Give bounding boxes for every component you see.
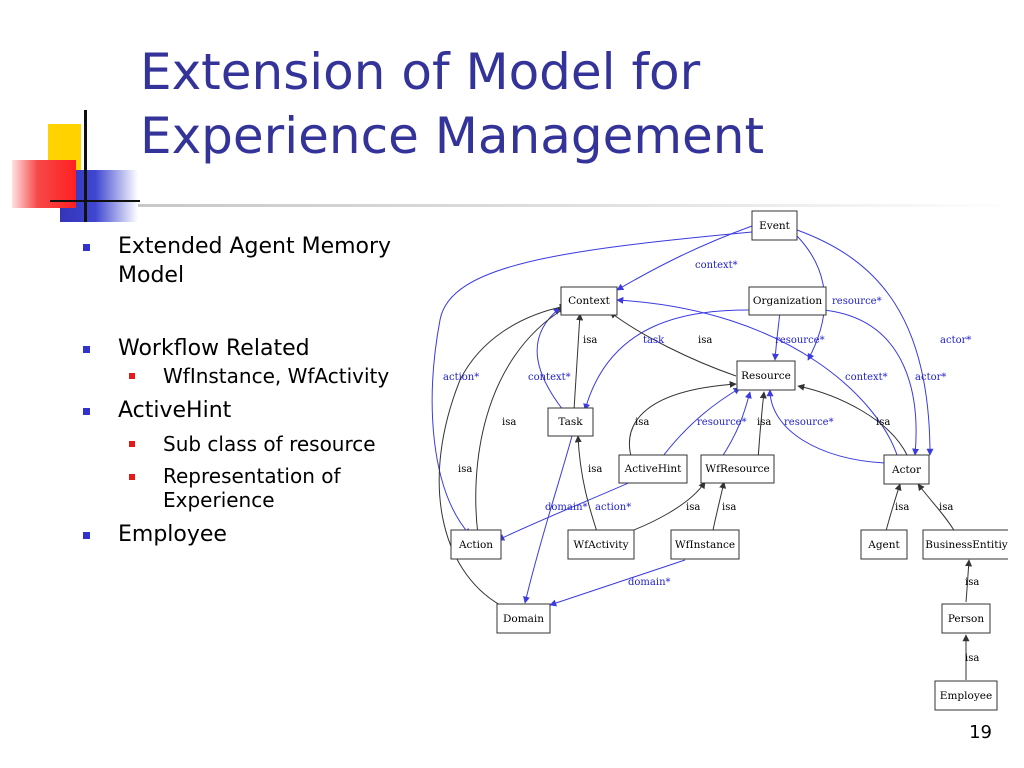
node-agent: Agent (860, 529, 908, 560)
svg-text:Person: Person (948, 613, 985, 625)
svg-text:isa: isa (698, 335, 712, 346)
bullet-text: Extended Agent Memory (118, 234, 392, 259)
svg-text:resource*: resource* (784, 417, 834, 428)
node-businessentity: BusinessEntitiy (922, 529, 1008, 560)
svg-text:resource*: resource* (697, 417, 747, 428)
svg-text:Domain: Domain (503, 613, 544, 625)
node-employee: Employee (934, 680, 998, 711)
svg-text:isa: isa (583, 335, 597, 346)
svg-text:actor*: actor* (940, 335, 971, 346)
model-diagram: context* resource* resource* actor* task… (431, 210, 1008, 711)
bullet-workflow-related: Workflow Related (78, 334, 438, 363)
svg-text:WfInstance: WfInstance (675, 539, 735, 551)
node-context: Context (560, 286, 618, 316)
node-event: Event (751, 210, 798, 241)
bullet-text: Representation of (163, 464, 341, 488)
svg-text:WfResource: WfResource (705, 463, 769, 475)
svg-text:Task: Task (558, 416, 583, 428)
svg-text:task: task (643, 335, 665, 346)
svg-text:Action: Action (458, 539, 493, 551)
svg-text:actor*: actor* (915, 372, 946, 383)
svg-text:resource*: resource* (775, 335, 825, 346)
node-task: Task (547, 407, 594, 437)
sub-bullet-subclass: Sub class of resource (78, 431, 438, 458)
bullet-activehint: ActiveHint (78, 396, 438, 425)
svg-text:Employee: Employee (940, 690, 992, 702)
slide-title-line-2: Experience Management (140, 107, 765, 165)
svg-text:Organization: Organization (753, 295, 822, 307)
svg-text:WfActivity: WfActivity (573, 539, 628, 551)
sub-bullet-representation: Representation of Experience (78, 464, 438, 512)
svg-text:isa: isa (686, 502, 700, 513)
svg-text:ActiveHint: ActiveHint (624, 463, 682, 475)
bullet-extended-agent-memory: Extended Agent Memory Model (78, 232, 438, 290)
svg-text:context*: context* (695, 260, 738, 271)
title-underline (138, 204, 1018, 207)
bullet-list: Extended Agent Memory Model Workflow Rel… (78, 232, 438, 549)
svg-text:isa: isa (965, 577, 979, 588)
svg-text:isa: isa (757, 417, 771, 428)
svg-text:Resource: Resource (741, 370, 791, 382)
svg-text:context*: context* (528, 372, 571, 383)
svg-text:action*: action* (443, 372, 479, 383)
svg-text:isa: isa (939, 502, 953, 513)
bullet-text: Model (118, 263, 185, 288)
page-number: 19 (969, 722, 992, 743)
bullet-text: Experience (163, 488, 275, 512)
svg-text:isa: isa (458, 464, 472, 475)
vertical-rule (84, 110, 87, 222)
svg-text:isa: isa (588, 464, 602, 475)
svg-text:isa: isa (965, 653, 979, 664)
svg-text:isa: isa (722, 502, 736, 513)
svg-text:domain*: domain* (628, 577, 671, 588)
svg-text:isa: isa (895, 502, 909, 513)
svg-text:Event: Event (759, 220, 791, 232)
edge-labels: context* resource* resource* actor* task… (443, 260, 979, 664)
horizontal-rule (50, 200, 140, 202)
svg-text:BusinessEntitiy: BusinessEntitiy (925, 539, 1008, 551)
node-domain: Domain (496, 603, 551, 634)
node-wfinstance: WfInstance (670, 529, 740, 560)
node-activehint: ActiveHint (618, 454, 688, 484)
svg-text:domain*: domain* (545, 502, 588, 513)
svg-text:action*: action* (595, 502, 631, 513)
node-wfactivity: WfActivity (567, 529, 635, 560)
node-wfresource: WfResource (700, 454, 775, 484)
svg-text:Agent: Agent (867, 539, 900, 551)
svg-text:isa: isa (502, 417, 516, 428)
svg-text:resource*: resource* (832, 296, 882, 307)
svg-text:isa: isa (635, 417, 649, 428)
svg-text:isa: isa (876, 417, 890, 428)
svg-text:Context: Context (568, 295, 610, 307)
node-person: Person (941, 603, 991, 634)
svg-text:Actor: Actor (891, 464, 922, 476)
slide-title: Extension of Model for Experience Manage… (140, 40, 1000, 168)
node-resource: Resource (736, 360, 796, 391)
isa-edges (438, 303, 973, 681)
slide-title-line-1: Extension of Model for (140, 43, 701, 101)
node-organization: Organization (748, 286, 827, 316)
svg-text:context*: context* (845, 372, 888, 383)
node-action: Action (450, 529, 502, 560)
sub-bullet-wfinstance: WfInstance, WfActivity (78, 363, 438, 390)
bullet-employee: Employee (78, 520, 438, 549)
node-actor: Actor (883, 454, 930, 485)
